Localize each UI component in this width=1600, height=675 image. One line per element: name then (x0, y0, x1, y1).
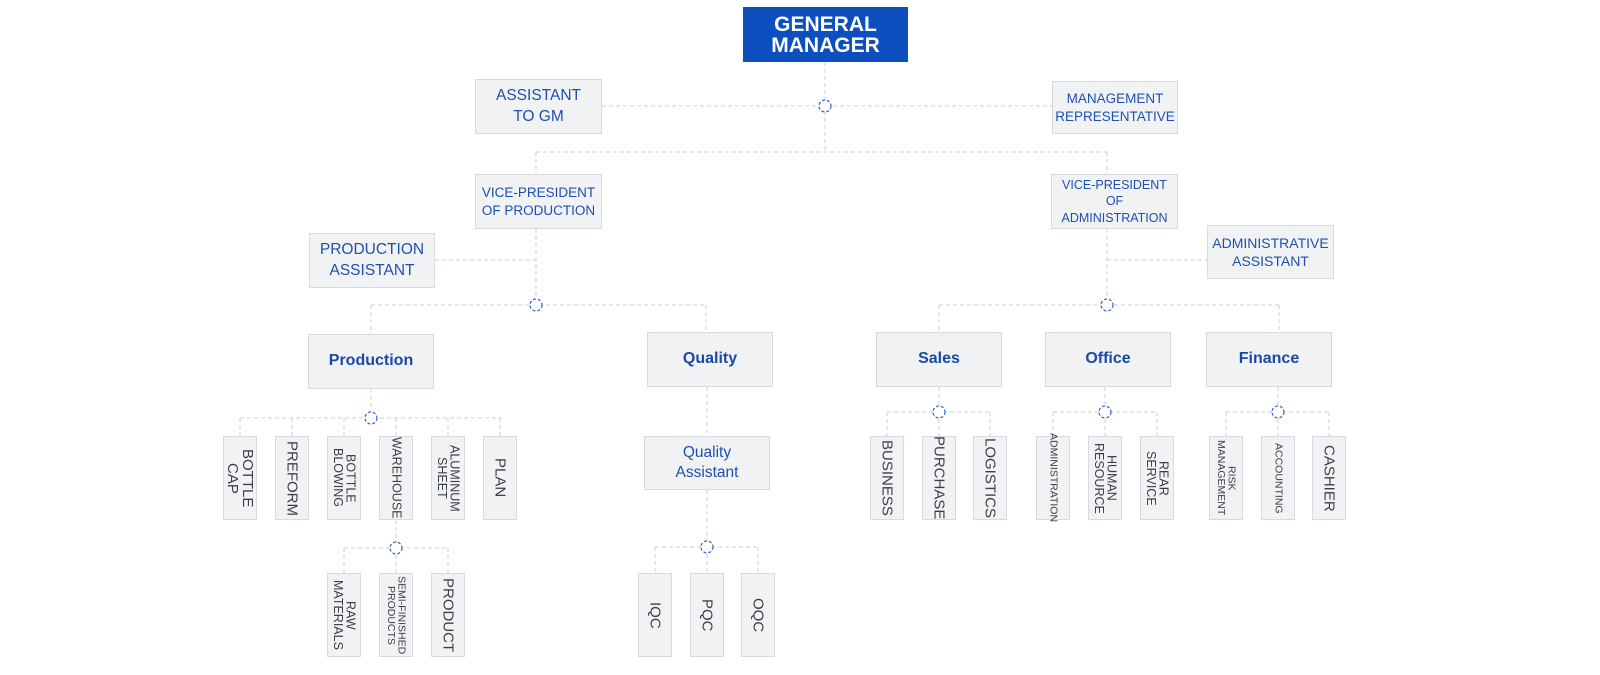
node-product: PRODUCT (431, 573, 465, 657)
node-production-label: Production (328, 352, 414, 370)
node-general-manager-label: GENERAL MANAGER (771, 12, 880, 57)
node-accounting: ACCOUNTING (1261, 436, 1295, 520)
node-raw-materials: RAW MATERIALS (327, 573, 361, 657)
node-bottle-cap-label: BOTTLE CAP (224, 448, 256, 508)
node-vp-production: VICE-PRESIDENT OF PRODUCTION (475, 174, 602, 229)
node-logistics-label: LOGISTICS (981, 437, 999, 519)
node-quality: Quality (647, 332, 773, 387)
node-production: Production (308, 334, 434, 389)
hub-vp-admin (1100, 298, 1114, 312)
node-pqc: PQC (690, 573, 724, 657)
node-plan-label: PLAN (491, 458, 509, 498)
node-production-assistant-label: PRODUCTION ASSISTANT (319, 241, 425, 279)
node-preform-label: PREFORM (283, 440, 301, 516)
node-bottle-blowing-label: BOTTLE BLOWING (331, 448, 358, 508)
node-assistant-to-gm: ASSISTANT TO GM (475, 79, 602, 134)
hub-finance (1271, 405, 1285, 419)
node-risk-management-label: RISK MANAGEMENT (1215, 440, 1238, 516)
node-semi-finished-products: SEMI-FINISHED PRODUCTS (379, 573, 413, 657)
node-quality-assistant: Quality Assistant (644, 436, 770, 490)
node-preform: PREFORM (275, 436, 309, 520)
node-plan: PLAN (483, 436, 517, 520)
node-purchase: PURCHASE (922, 436, 956, 520)
node-oqc: OQC (741, 573, 775, 657)
node-warehouse-label: WAREHOUSE (389, 437, 404, 519)
node-vp-administration: VICE-PRESIDENT OF ADMINISTRATION (1051, 174, 1178, 229)
node-sales-label: Sales (918, 350, 960, 368)
node-warehouse: WAREHOUSE (379, 436, 413, 520)
node-purchase-label: PURCHASE (930, 436, 948, 520)
node-administration-label: ADMINISTRATION (1047, 433, 1060, 523)
node-iqc-label: IQC (646, 601, 664, 629)
node-human-resource: HUMAN RESOURCE (1088, 436, 1122, 520)
node-semi-finished-products-label: SEMI-FINISHED PRODUCTS (385, 575, 408, 655)
node-management-representative: MANAGEMENT REPRESENTATIVE (1052, 81, 1178, 134)
node-business: BUSINESS (870, 436, 904, 520)
node-administrative-assistant: ADMINISTRATIVE ASSISTANT (1207, 225, 1334, 279)
node-human-resource-label: HUMAN RESOURCE (1092, 442, 1119, 514)
node-quality-label: Quality (682, 350, 738, 368)
node-bottle-cap: BOTTLE CAP (223, 436, 257, 520)
node-accounting-label: ACCOUNTING (1272, 442, 1285, 514)
hub-office (1098, 405, 1112, 419)
node-vp-production-label: VICE-PRESIDENT OF PRODUCTION (481, 184, 596, 218)
hub-quality-assistant (700, 540, 714, 554)
hub-production (364, 411, 378, 425)
node-aluminum-sheet: ALUMINUM SHEET (431, 436, 465, 520)
node-iqc: IQC (638, 573, 672, 657)
node-sales: Sales (876, 332, 1002, 387)
node-bottle-blowing: BOTTLE BLOWING (327, 436, 361, 520)
node-rear-service: REAR SERVICE (1140, 436, 1174, 520)
node-pqc-label: PQC (698, 598, 716, 632)
node-aluminum-sheet-label: ALUMINUM SHEET (435, 444, 462, 512)
node-finance: Finance (1206, 332, 1332, 387)
node-office-label: Office (1085, 350, 1131, 368)
node-general-manager: GENERAL MANAGER (743, 7, 908, 62)
node-cashier: CASHIER (1312, 436, 1346, 520)
node-product-label: PRODUCT (439, 577, 457, 653)
hub-vp-production (529, 298, 543, 312)
node-production-assistant: PRODUCTION ASSISTANT (309, 233, 435, 288)
hub-sales (932, 405, 946, 419)
hub-warehouse (389, 541, 403, 555)
node-administration: ADMINISTRATION (1036, 433, 1070, 523)
node-oqc-label: OQC (749, 597, 767, 633)
node-cashier-label: CASHIER (1320, 444, 1338, 512)
node-quality-assistant-label: Quality Assistant (675, 443, 739, 481)
node-administrative-assistant-label: ADMINISTRATIVE ASSISTANT (1212, 234, 1329, 269)
node-rear-service-label: REAR SERVICE (1144, 450, 1171, 506)
node-assistant-to-gm-label: ASSISTANT TO GM (496, 87, 581, 125)
node-vp-administration-label: VICE-PRESIDENT OF ADMINISTRATION (1061, 178, 1168, 225)
node-raw-materials-label: RAW MATERIALS (331, 580, 358, 650)
node-management-representative-label: MANAGEMENT REPRESENTATIVE (1055, 90, 1175, 124)
node-logistics: LOGISTICS (973, 436, 1007, 520)
hub-gm (818, 99, 832, 113)
node-office: Office (1045, 332, 1171, 387)
node-finance-label: Finance (1238, 350, 1300, 368)
node-risk-management: RISK MANAGEMENT (1209, 436, 1243, 520)
node-business-label: BUSINESS (878, 440, 896, 516)
